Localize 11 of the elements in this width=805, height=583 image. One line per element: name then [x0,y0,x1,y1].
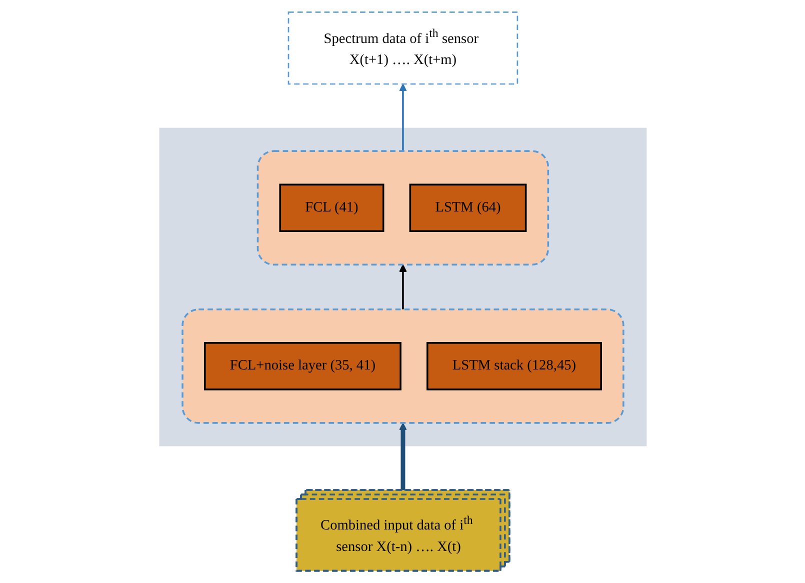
node-box [278,184,384,232]
node-box [426,342,602,390]
node-box [408,184,526,232]
arrow [398,264,406,310]
cluster [158,128,646,446]
node-box [204,342,401,390]
node-box [287,12,518,85]
arrow [398,422,406,490]
cluster [181,308,624,424]
arrow [398,84,406,152]
cluster [256,150,549,266]
